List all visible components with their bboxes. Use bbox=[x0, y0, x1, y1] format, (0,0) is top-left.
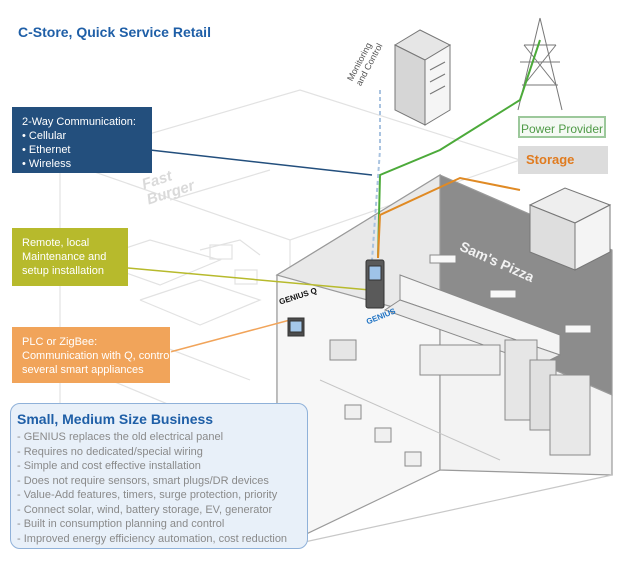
power-tower bbox=[517, 17, 563, 111]
connection-lines bbox=[127, 39, 541, 353]
communication-item: • Cellular bbox=[22, 130, 67, 142]
benefit-item: - Improved energy efficiency automation,… bbox=[17, 532, 288, 545]
plc-line: PLC or ZigBee: bbox=[22, 336, 98, 348]
storage-cabinet bbox=[528, 187, 612, 271]
genius-panel bbox=[287, 259, 385, 337]
server-rack bbox=[393, 29, 452, 126]
communication-item: • Ethernet bbox=[22, 144, 71, 156]
power-provider-label: Power Provider bbox=[518, 116, 606, 138]
benefit-item: - Connect solar, wind, battery storage, … bbox=[17, 503, 273, 516]
benefit-item: - Built in consumption planning and cont… bbox=[17, 518, 225, 530]
benefit-item: - GENIUS replaces the old electrical pan… bbox=[17, 431, 224, 443]
benefit-item: - Requires no dedicated/special wiring bbox=[17, 445, 203, 458]
benefit-item: - Value-Add features, timers, surge prot… bbox=[17, 489, 278, 501]
benefit-item: - Does not require sensors, smart plugs/… bbox=[17, 474, 269, 487]
business-benefits-box: Small, Medium Size Business - GENIUS rep… bbox=[10, 403, 308, 549]
benefit-item: - Simple and cost effective installation bbox=[17, 460, 201, 472]
plc-line: several smart appliances bbox=[22, 364, 144, 376]
storage-label: Storage bbox=[518, 146, 608, 174]
maintenance-callout: Remote, local Maintenance and setup inst… bbox=[12, 228, 128, 286]
communication-heading: 2-Way Communication: bbox=[22, 116, 136, 128]
page-title: C-Store, Quick Service Retail bbox=[18, 24, 211, 40]
kitchen-equipment bbox=[319, 254, 592, 467]
maintenance-line: setup installation bbox=[22, 265, 104, 277]
plc-line: Communication with Q, control bbox=[22, 350, 172, 362]
maintenance-line: Maintenance and bbox=[22, 251, 107, 263]
business-benefits-list: - GENIUS replaces the old electrical pan… bbox=[17, 430, 301, 546]
plc-callout: PLC or ZigBee: Communication with Q, con… bbox=[12, 327, 172, 383]
business-title: Small, Medium Size Business bbox=[17, 411, 214, 427]
communication-callout: 2-Way Communication: • Cellular • Ethern… bbox=[12, 107, 152, 173]
communication-item: • Wireless bbox=[22, 158, 72, 170]
maintenance-line: Remote, local bbox=[22, 237, 90, 249]
